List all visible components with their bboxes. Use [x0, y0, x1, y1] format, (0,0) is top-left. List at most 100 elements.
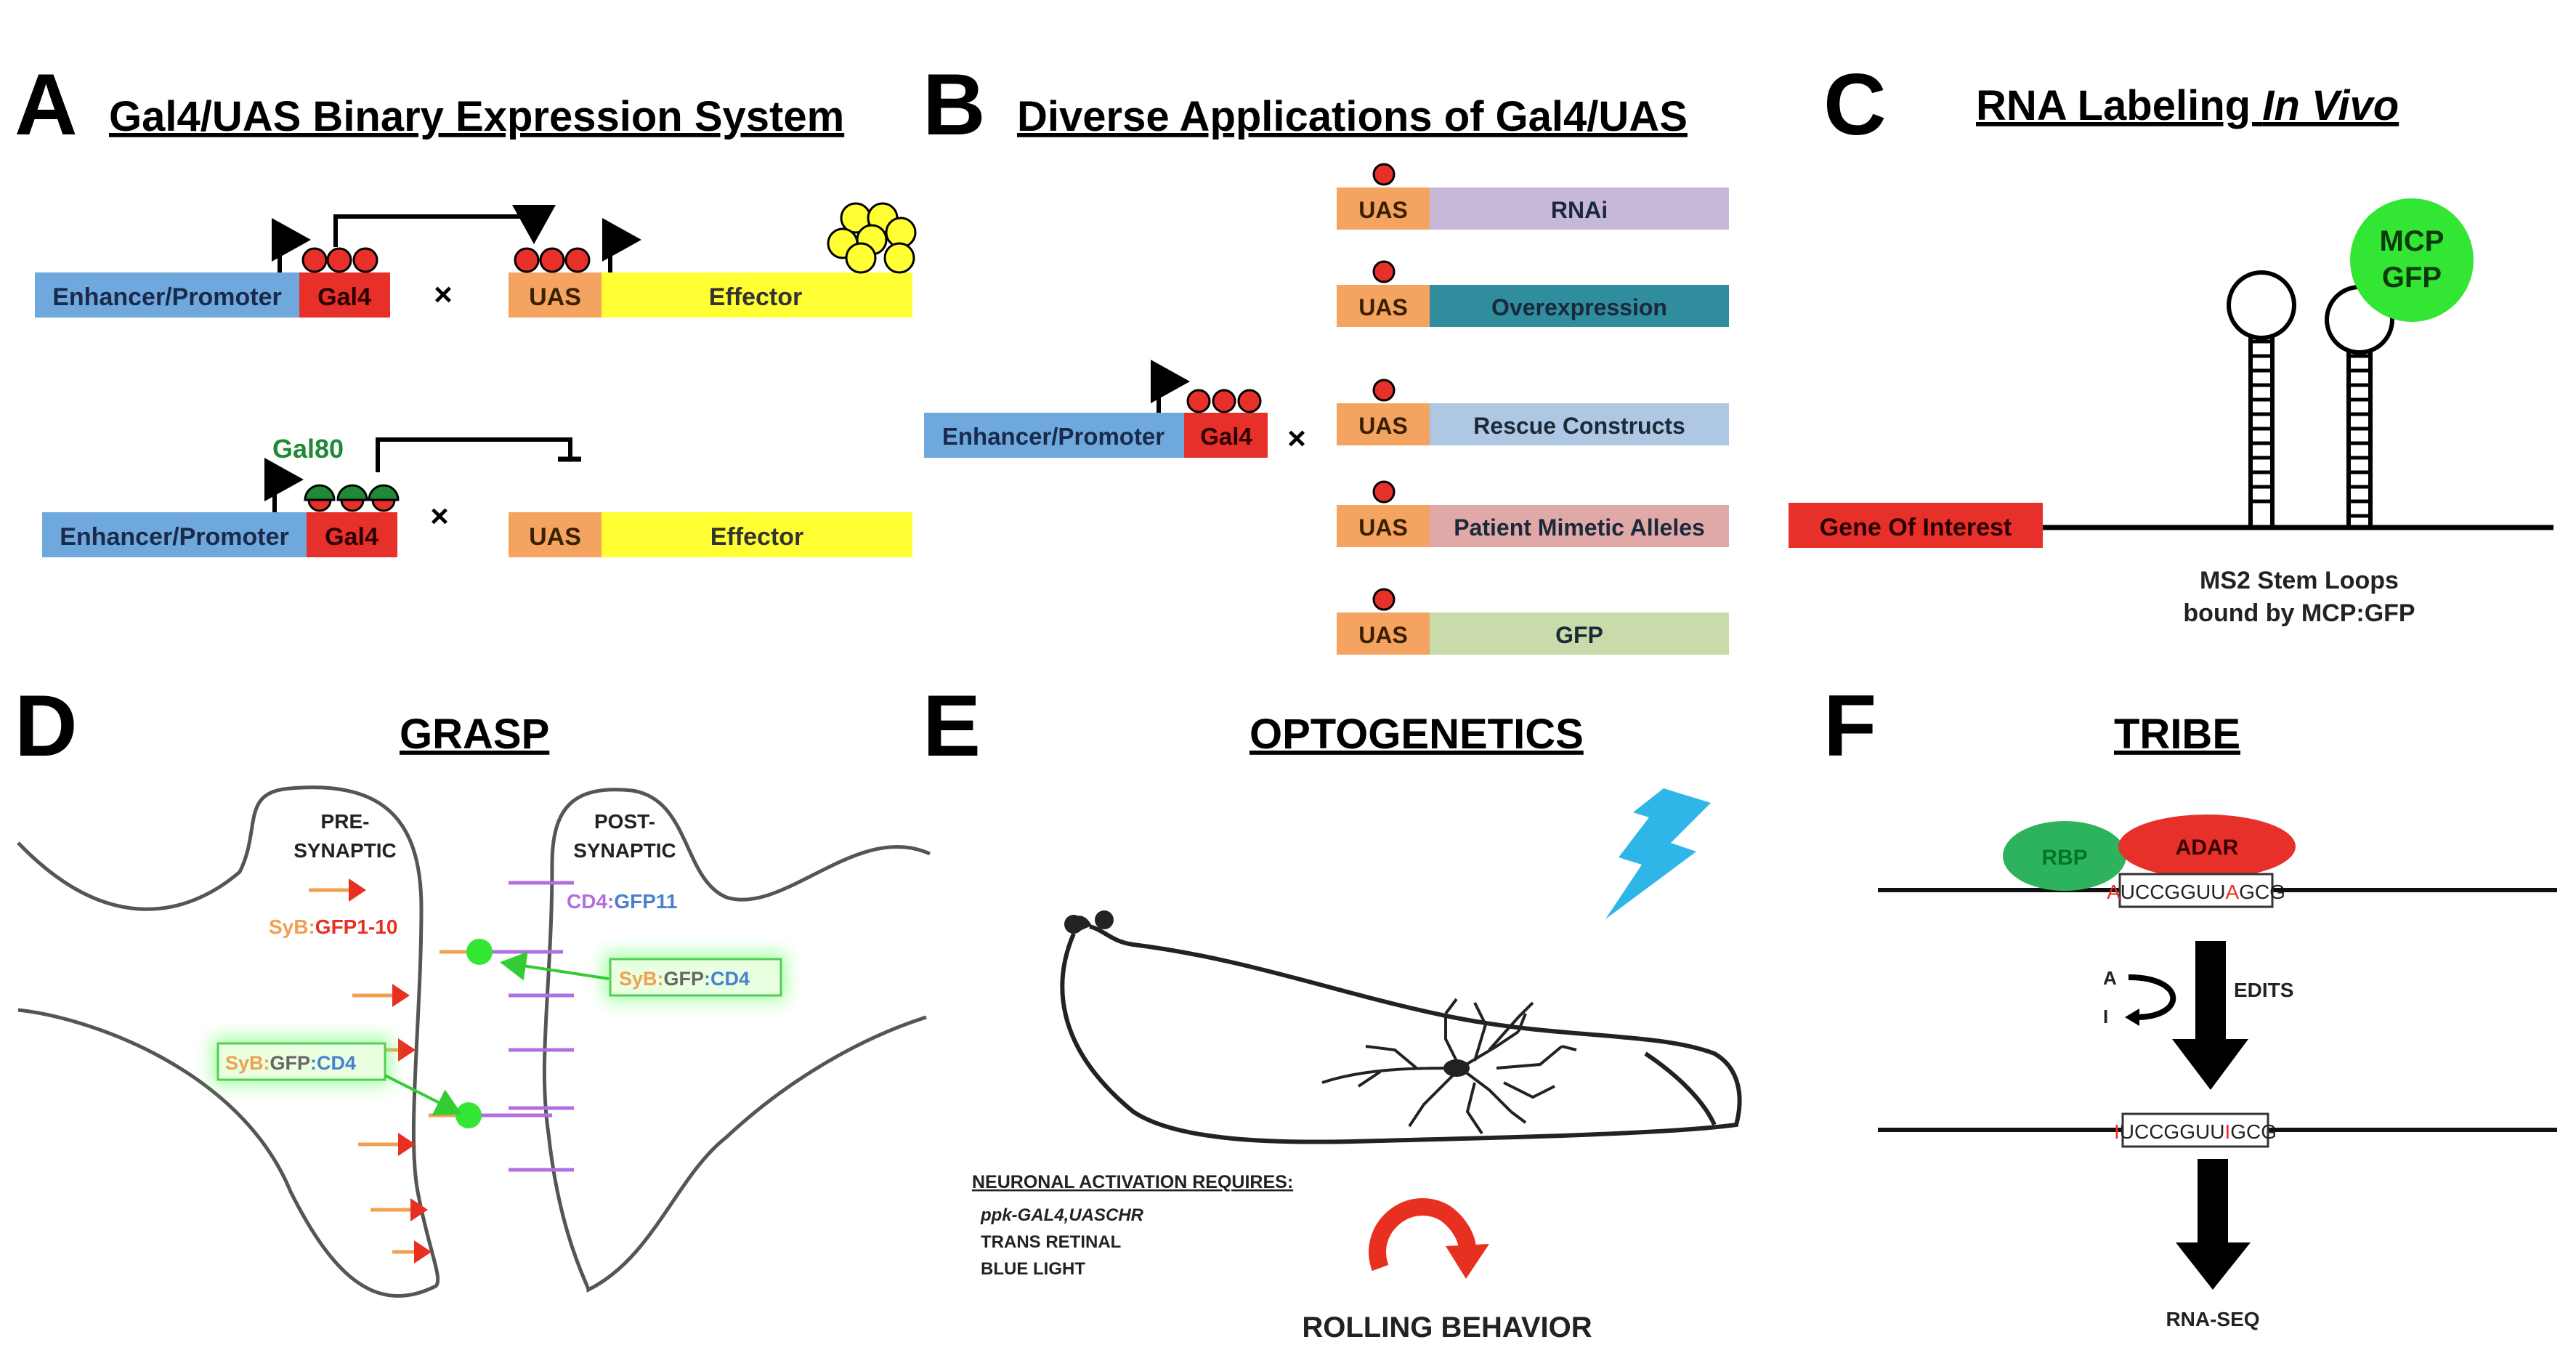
- reconstituted-gfp-label-right: SyB:GFP:CD4: [604, 953, 786, 1001]
- presynaptic-neuron-outline: [17, 785, 440, 1298]
- edit-curve-arrow-icon: [2128, 974, 2176, 1020]
- gal80-label: Gal80: [272, 434, 344, 464]
- enhancer-promoter-block: [924, 413, 1184, 458]
- promoter-arrow-icon: [272, 218, 311, 272]
- rbp-label: RBP: [2041, 846, 2087, 870]
- gfp1-10-fragment-icon: [414, 1240, 432, 1264]
- green-arrow-icon: [500, 951, 609, 981]
- gal4-protein-icon: [1372, 588, 1396, 611]
- uas-block: [1337, 505, 1430, 547]
- gene-of-interest-label: Gene Of Interest: [1820, 514, 2012, 541]
- rbp-protein-icon: [2003, 821, 2126, 891]
- panel-d: D GRASP PRE- SYNAPTIC POST- SYNAPTIC SyB…: [15, 677, 931, 1298]
- gal4-block: [307, 512, 397, 557]
- gal4-block: [299, 272, 390, 318]
- gal4-block: [1184, 413, 1268, 458]
- gal80-protein-icon: [336, 484, 368, 501]
- sequence-box-after: [2121, 1112, 2269, 1148]
- cross-symbol: ×: [1287, 421, 1306, 456]
- blue-light-lightning-icon: [1605, 788, 1711, 919]
- panel-a-letter: A: [15, 56, 78, 153]
- uas-block: [1337, 403, 1430, 445]
- process-arrow-shaft: [2198, 1159, 2228, 1250]
- effector-protein-cluster-icon: [827, 202, 917, 274]
- edit-to-label: I: [2103, 1006, 2108, 1027]
- requirement-item: TRANS RETINAL: [981, 1232, 1121, 1252]
- panel-e-title: OPTOGENETICS: [1249, 711, 1584, 758]
- panel-c-title-main: RNA Labeling: [1976, 82, 2262, 129]
- edit-curve-arrowhead-icon: [2125, 1009, 2139, 1026]
- uas-block: [1337, 613, 1430, 655]
- panel-a-title: Gal4/UAS Binary Expression System: [109, 93, 844, 140]
- gal4-protein-icon: [539, 247, 565, 273]
- effector-block: [602, 512, 912, 557]
- gal4-protein-icon: [564, 247, 591, 273]
- postsynaptic-neuron-outline: [542, 788, 931, 1293]
- construct-label: GFP: [1555, 622, 1603, 648]
- mcp-label: MCP: [2380, 225, 2445, 257]
- panel-c: C RNA Labeling In Vivo Gene Of Interest: [1789, 56, 2553, 627]
- sequence-box-before: [2118, 873, 2274, 908]
- gal4-protein-icon: [352, 247, 378, 273]
- enhancer-promoter-label: Enhancer/Promoter: [52, 283, 282, 311]
- construct-label: Overexpression: [1491, 294, 1667, 320]
- uas-label: UAS: [1358, 514, 1408, 541]
- construct-block: [1430, 403, 1729, 445]
- larva-head-spot-icon: [1064, 915, 1083, 934]
- panel-f-title: TRIBE: [2114, 711, 2240, 758]
- ms2-stem-loop-icon: [2325, 285, 2394, 528]
- promoter-arrow-icon: [1151, 360, 1190, 413]
- construct-row: UAS RNAi: [1337, 163, 1729, 230]
- syb-gfp1-10-label: SyB:GFP1-10: [269, 916, 397, 938]
- postsynaptic-label-line1: POST-: [594, 810, 655, 833]
- panel-d-title: GRASP: [400, 711, 549, 758]
- process-arrow-head-icon: [2176, 1242, 2251, 1290]
- activation-arrow-icon: [333, 205, 556, 247]
- gal80-protein-icon: [304, 484, 336, 501]
- panel-b: B Diverse Applications of Gal4/UAS Enhan…: [923, 56, 1729, 655]
- green-arrow-icon: [384, 1074, 462, 1116]
- process-arrow-shaft: [2195, 941, 2226, 1046]
- uas-block: [1337, 187, 1430, 230]
- construct-label: Rescue Constructs: [1473, 413, 1685, 439]
- sequence-before: AUCCGGUUAGCG: [2107, 881, 2285, 903]
- panel-e-letter: E: [923, 677, 981, 775]
- construct-row: UAS Overexpression: [1337, 260, 1729, 327]
- rolling-behavior-label: ROLLING BEHAVIOR: [1302, 1312, 1592, 1343]
- gal4-protein-icon: [301, 247, 328, 273]
- uas-block: [509, 512, 602, 557]
- stem-loop-caption-line2: bound by MCP:GFP: [2183, 599, 2415, 627]
- uas-label: UAS: [1358, 197, 1408, 223]
- adar-protein-icon: [2118, 815, 2296, 878]
- gfp1-10-fragment-icon: [398, 1133, 416, 1156]
- uas-label: UAS: [529, 523, 581, 551]
- larva-tail-curve: [1644, 1051, 1717, 1126]
- construct-label: RNAi: [1551, 197, 1608, 223]
- neuronal-activation-heading: NEURONAL ACTIVATION REQUIRES:: [972, 1172, 1293, 1192]
- enhancer-promoter-block: [35, 272, 299, 318]
- uas-label: UAS: [1358, 294, 1408, 320]
- gal4-label: Gal4: [325, 523, 378, 551]
- gfp1-10-fragment-icon: [349, 878, 366, 902]
- construct-block: [1430, 285, 1729, 327]
- presynaptic-label-line1: PRE-: [321, 810, 370, 833]
- reconstituted-gfp-icon: [466, 939, 493, 965]
- inhibition-line-icon: [376, 437, 572, 472]
- gal4-protein-icon: [326, 247, 352, 273]
- enhancer-promoter-label: Enhancer/Promoter: [942, 423, 1165, 450]
- cross-symbol: ×: [434, 277, 453, 312]
- panel-a-row2: Gal80 Enhancer/Promoter Gal4 × UAS Effec…: [42, 434, 912, 557]
- rolling-arrow-head-icon: [1446, 1244, 1489, 1279]
- construct-block: [1430, 187, 1729, 230]
- panel-d-letter: D: [15, 677, 78, 775]
- edits-label: EDITS: [2234, 979, 2293, 1001]
- gal4-protein-icon: [1372, 379, 1396, 402]
- ms2-stem-loop-icon: [2227, 270, 2296, 528]
- cd4-gfp11-label: CD4:GFP11: [567, 890, 678, 913]
- gfp1-10-fragment-icon: [392, 984, 410, 1007]
- gal4-protein-icon: [1212, 389, 1236, 413]
- reconstituted-gfp-icon: [455, 1102, 482, 1128]
